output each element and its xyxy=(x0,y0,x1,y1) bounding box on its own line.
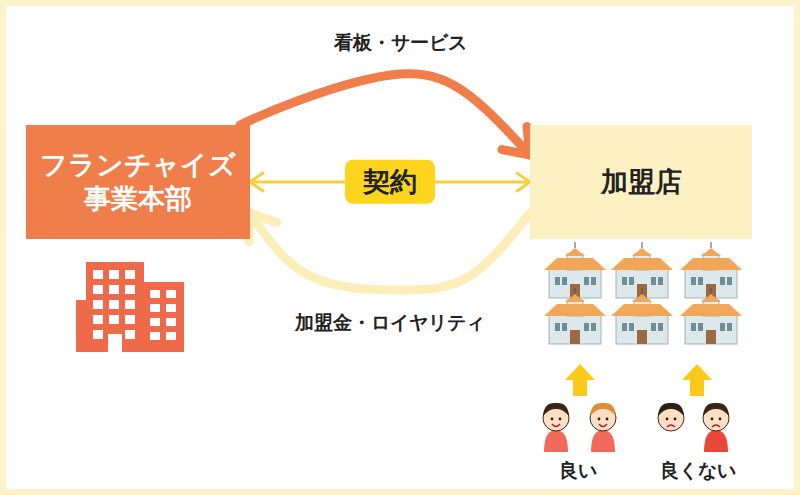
building-window xyxy=(166,290,176,298)
building-door xyxy=(108,334,122,352)
up-arrow xyxy=(565,364,595,396)
building-window xyxy=(93,270,103,279)
building-window xyxy=(125,330,135,339)
up-arrow xyxy=(682,364,712,396)
building-window xyxy=(166,304,176,312)
building-wing xyxy=(140,282,184,352)
building-window xyxy=(125,270,135,279)
building-window xyxy=(150,290,160,298)
shop-house xyxy=(680,288,742,344)
building-window xyxy=(125,300,135,309)
customer-figure xyxy=(658,403,684,452)
building-window xyxy=(93,300,103,309)
building-window xyxy=(109,300,119,309)
building-window xyxy=(125,285,135,294)
customer-label: 良い xyxy=(559,459,597,482)
building-window xyxy=(93,315,103,324)
node-label: フランチャイズ 事業本部 xyxy=(38,148,238,216)
customer-figure xyxy=(703,403,729,452)
building-window xyxy=(125,315,135,324)
edge-label: 加盟金・ロイヤリティ xyxy=(291,310,489,335)
franchisee-box: 加盟店 xyxy=(530,125,752,239)
building-window xyxy=(166,332,176,340)
shop-house xyxy=(611,288,673,344)
fee-arc xyxy=(250,213,530,290)
headquarters-box: フランチャイズ 事業本部 xyxy=(26,125,250,239)
shop-house xyxy=(611,242,673,298)
service-arc xyxy=(240,74,530,155)
building-window xyxy=(150,332,160,340)
building-window xyxy=(93,285,103,294)
building-wing xyxy=(76,300,90,352)
customer-figure xyxy=(543,403,569,452)
node-label: 加盟店 xyxy=(601,165,682,199)
building-window xyxy=(109,270,119,279)
shop-house xyxy=(544,242,606,298)
building-window xyxy=(93,330,103,339)
building-icon xyxy=(76,262,184,352)
building-window xyxy=(166,318,176,326)
building-window xyxy=(150,318,160,326)
shop-house xyxy=(680,242,742,298)
building-window xyxy=(109,315,119,324)
building-window xyxy=(109,285,119,294)
building-window xyxy=(150,304,160,312)
building-tower xyxy=(86,262,144,352)
edge-label: 看板・サービス xyxy=(330,30,471,55)
customer-figure xyxy=(590,403,616,452)
shop-house xyxy=(544,288,606,344)
customer-label: 良くない xyxy=(660,459,736,482)
edge-label: 契約 xyxy=(345,160,435,204)
